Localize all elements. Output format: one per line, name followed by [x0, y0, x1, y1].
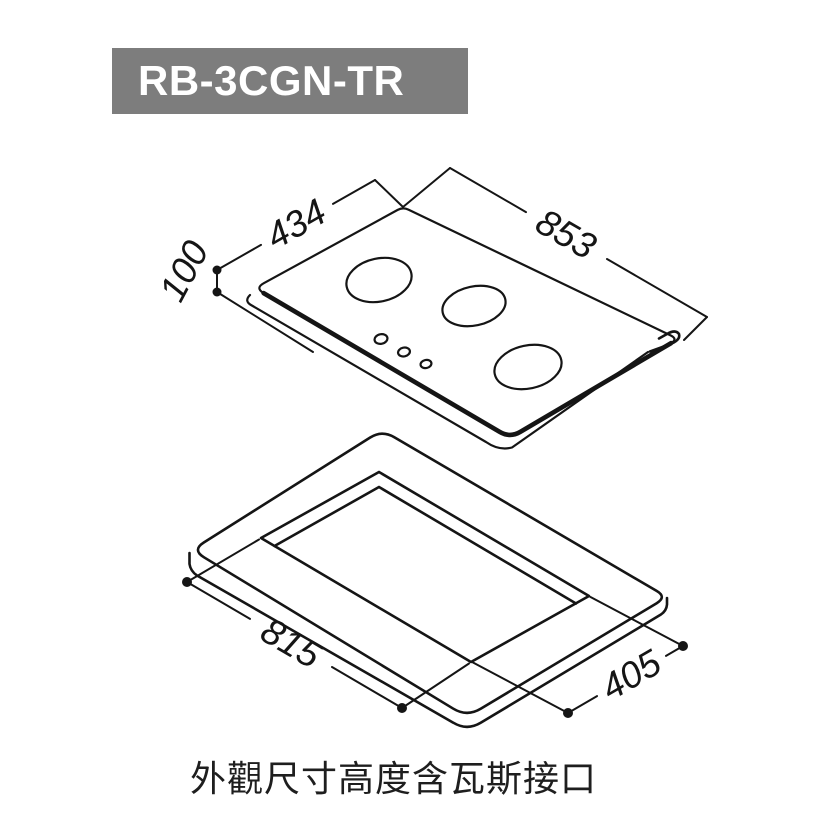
cooktop-drawing: [246, 207, 681, 450]
dim-line-434: [216, 179, 376, 271]
dim-line-815: [186, 581, 403, 709]
dim-label-cutout-depth: 405: [594, 642, 668, 709]
gas-connector-tab: [648, 330, 681, 353]
dim-ext-815-left: [186, 538, 260, 583]
burner-right: [493, 343, 563, 391]
dim-connector-434: [374, 179, 404, 208]
dim-ext-405-right: [589, 596, 684, 647]
dim-line-853: [449, 167, 708, 318]
dim-ext-100: [216, 291, 314, 353]
dim-label-height: 100: [151, 234, 216, 308]
dim-dot-100-top: [212, 265, 222, 275]
burner-middle: [441, 284, 507, 328]
dim-dot-815-left: [182, 577, 192, 587]
burner-left: [345, 256, 413, 304]
dim-label-depth: 434: [259, 191, 333, 257]
cooktop-front-edge: [261, 290, 674, 438]
counter-top-outline: [196, 432, 664, 715]
dimension-note-caption: 外觀尺寸高度含瓦斯接口: [190, 758, 598, 799]
knob-1: [373, 333, 389, 345]
cutout-hole-inner-wall: [273, 485, 578, 605]
dim-label-width: 853: [529, 201, 603, 268]
model-title-bar: RB-3CGN-TR: [112, 48, 468, 114]
cutout-hole-outline: [259, 470, 591, 664]
dim-label-cutout-length: 815: [254, 610, 328, 677]
model-number-label: RB-3CGN-TR: [138, 57, 405, 104]
knob-3: [419, 358, 433, 370]
dim-ext-853: [402, 167, 451, 208]
dim-dot-405-left: [563, 708, 573, 718]
knob-2: [396, 346, 412, 358]
dim-ext-815-right: [401, 662, 470, 709]
dim-connector-853: [683, 316, 708, 341]
dim-ext-405-left: [472, 661, 569, 714]
dim-dot-405-right: [678, 641, 688, 651]
dim-dot-815-right: [397, 703, 407, 713]
dim-dot-100-bottom: [212, 287, 222, 297]
cooktop-top-surface-outline: [258, 207, 676, 437]
counter-thickness-edge: [188, 551, 669, 729]
cooktop-underside-edge: [246, 293, 650, 450]
cooktop-dimensions: 434 853 100: [151, 167, 708, 353]
counter-cutout-drawing: [188, 432, 669, 729]
